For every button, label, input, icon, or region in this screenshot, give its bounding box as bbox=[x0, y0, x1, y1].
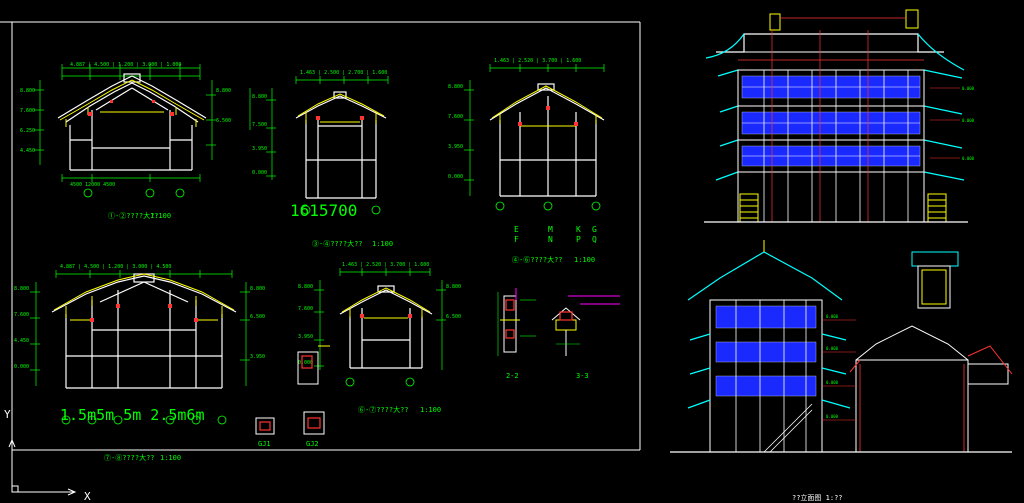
section-a-drawing: 4.887 | 4.500 | 1.200 | 3.000 | 1.000 8.… bbox=[20, 62, 231, 198]
svg-text:3.950: 3.950 bbox=[250, 354, 265, 360]
ucs-axis-icon bbox=[8, 438, 77, 496]
svg-text:3.950: 3.950 bbox=[252, 146, 267, 152]
svg-text:0.000: 0.000 bbox=[826, 414, 839, 419]
svg-text:0.000: 0.000 bbox=[298, 360, 313, 366]
detail-gj1-label: GJ1 bbox=[258, 440, 271, 448]
svg-text:0.000: 0.000 bbox=[448, 174, 463, 180]
svg-text:8.800: 8.800 bbox=[14, 286, 29, 292]
svg-text:4.450: 4.450 bbox=[20, 148, 35, 154]
section-d-scale: 1:100 bbox=[160, 454, 181, 462]
detail-2-2-label: 2-2 bbox=[506, 372, 519, 380]
svg-text:3.950: 3.950 bbox=[298, 334, 313, 340]
detail-gj2-label: GJ2 bbox=[306, 440, 319, 448]
svg-text:8.800: 8.800 bbox=[446, 284, 461, 290]
svg-text:0.000: 0.000 bbox=[826, 314, 839, 319]
section-b-dims: 1615700 bbox=[290, 201, 357, 220]
svg-text:0.000: 0.000 bbox=[14, 364, 29, 370]
section-d-dims: 1.5m5m 5m 2.5m6m bbox=[60, 406, 205, 424]
detail-column-1 bbox=[297, 345, 330, 385]
grid-letter: G bbox=[592, 225, 597, 234]
section-b-scale: 1:100 bbox=[372, 240, 393, 248]
ucs-y-label: Y bbox=[4, 408, 11, 421]
svg-text:1.463 | 2.520 | 3.700 | 1.600: 1.463 | 2.520 | 3.700 | 1.600 bbox=[342, 262, 429, 268]
section-d-drawing: 4.887 | 4.500 | 1.200 | 3.000 | 4.500 8.… bbox=[14, 264, 265, 425]
svg-text:8.800: 8.800 bbox=[250, 286, 265, 292]
front-elevation: 0.000 0.000 0.000 bbox=[704, 9, 975, 223]
svg-text:4.887 | 4.500 | 1.200 | 3.000: 4.887 | 4.500 | 1.200 | 3.000 | 4.500 bbox=[60, 264, 171, 270]
grid-letter: P bbox=[576, 235, 581, 244]
svg-text:0.000: 0.000 bbox=[252, 170, 267, 176]
svg-text:0.000: 0.000 bbox=[826, 346, 839, 351]
grid-letter: F bbox=[514, 235, 519, 244]
svg-text:4.887 | 4.500 | 1.200 | 3.000: 4.887 | 4.500 | 1.200 | 3.000 | 1.000 bbox=[70, 62, 181, 68]
svg-text:8.800: 8.800 bbox=[20, 88, 35, 94]
svg-text:1.463 | 2.500 | 2.700 | 1.600: 1.463 | 2.500 | 2.700 | 1.600 bbox=[300, 70, 387, 76]
section-e-drawing: 1.463 | 2.520 | 3.700 | 1.600 8.800 7.600… bbox=[298, 262, 461, 387]
drawing-frame bbox=[0, 21, 641, 451]
svg-text:0.000: 0.000 bbox=[962, 156, 975, 161]
svg-text:7.500: 7.500 bbox=[252, 122, 267, 128]
grid-letter: K bbox=[576, 225, 581, 234]
section-c-drawing: 1.463 | 2.520 | 3.700 | 1.600 8.800 7.600… bbox=[448, 58, 605, 211]
svg-text:8.800: 8.800 bbox=[252, 94, 267, 100]
section-a-scale: 1:100 bbox=[150, 212, 171, 220]
grid-letter: M bbox=[548, 225, 553, 234]
svg-text:0.000: 0.000 bbox=[826, 380, 839, 385]
section-c-grid-letters: E F M N K P G Q bbox=[514, 225, 597, 244]
section-d-title: ⑦-⑧????大?? bbox=[104, 453, 155, 462]
svg-text:0.000: 0.000 bbox=[962, 118, 975, 123]
svg-text:4.450: 4.450 bbox=[14, 338, 29, 344]
svg-text:7.600: 7.600 bbox=[14, 312, 29, 318]
section-c-title: ④-⑥????大?? bbox=[512, 255, 563, 264]
svg-text:8.800: 8.800 bbox=[298, 284, 313, 290]
grid-letter: N bbox=[548, 235, 553, 244]
svg-text:6.500: 6.500 bbox=[250, 314, 265, 320]
section-e-scale: 1:100 bbox=[420, 406, 441, 414]
svg-text:6.500: 6.500 bbox=[446, 314, 461, 320]
svg-text:8.800: 8.800 bbox=[216, 88, 231, 94]
grid-letter: E bbox=[514, 225, 519, 234]
detail-window bbox=[911, 251, 959, 309]
svg-text:7.600: 7.600 bbox=[448, 114, 463, 120]
svg-text:4500 12000 4500: 4500 12000 4500 bbox=[70, 182, 115, 188]
section-c-scale: 1:100 bbox=[574, 256, 595, 264]
svg-text:6.500: 6.500 bbox=[216, 118, 231, 124]
svg-text:3.950: 3.950 bbox=[448, 144, 463, 150]
svg-text:7.600: 7.600 bbox=[20, 108, 35, 114]
elevation-bottom-label: ??立面图 1:?? bbox=[792, 493, 843, 502]
svg-text:0.000: 0.000 bbox=[962, 86, 975, 91]
detail-gj2 bbox=[303, 411, 325, 435]
svg-text:1.463 | 2.520 | 3.700 | 1.600: 1.463 | 2.520 | 3.700 | 1.600 bbox=[494, 58, 581, 64]
section-e-title: ⑥-⑦????大?? bbox=[358, 405, 409, 414]
detail-3-3-label: 3-3 bbox=[576, 372, 589, 380]
side-elevation: 0.000 0.000 0.000 0.000 bbox=[670, 240, 1013, 453]
detail-gj1 bbox=[255, 417, 275, 435]
grid-letter: Q bbox=[592, 235, 597, 244]
section-b-drawing: 1.463 | 2.500 | 2.700 | 1.600 8.800 7.500… bbox=[249, 70, 389, 215]
detail-3-3 bbox=[551, 295, 620, 356]
svg-text:8.800: 8.800 bbox=[448, 84, 463, 90]
section-a-title: ①-②????大?? bbox=[108, 211, 159, 220]
svg-text:7.600: 7.600 bbox=[298, 306, 313, 312]
detail-2-2 bbox=[497, 288, 536, 356]
ucs-x-label: X bbox=[84, 490, 91, 503]
section-b-title: ③-④????大?? bbox=[312, 239, 363, 248]
svg-text:6.250: 6.250 bbox=[20, 128, 35, 134]
